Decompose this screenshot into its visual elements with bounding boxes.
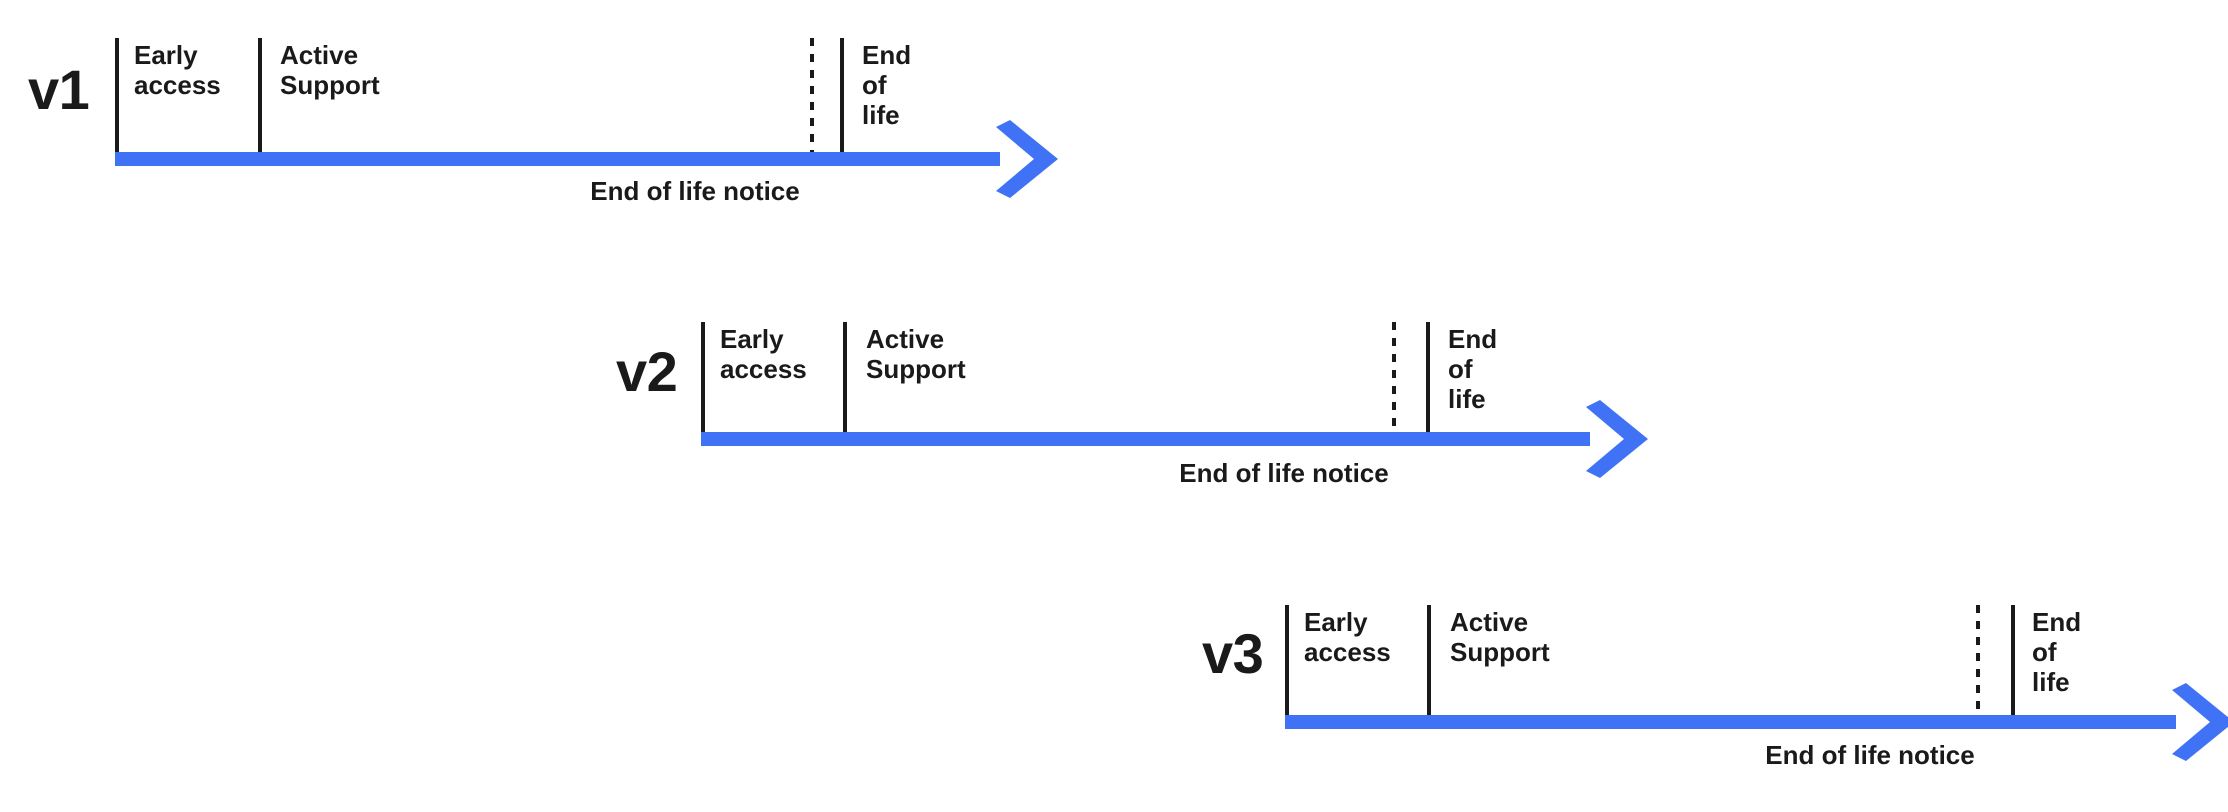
phase-label-end-of-life-v1: End of life: [862, 40, 912, 131]
phase-label-early-access-v2: Early access: [720, 324, 807, 385]
phase-label-end-of-life-v2: End of life: [1448, 324, 1498, 415]
lifecycle-bar-v1: [115, 152, 1000, 166]
tick-end-of-life-notice-v1: [810, 38, 814, 152]
phase-label-active-support-v1: Active Support: [280, 40, 380, 101]
phase-label-end-of-life-v3: End of life: [2032, 607, 2082, 698]
tick-end-of-life-notice-v2: [1392, 322, 1396, 432]
tick-active-support-start-v3: [1427, 605, 1431, 715]
tick-active-support-start-v1: [258, 38, 262, 152]
version-label-v3: v3: [1202, 622, 1264, 685]
end-of-life-notice-label-v3: End of life notice: [1765, 740, 1975, 770]
arrow-head-v1: [996, 120, 1058, 198]
version-label-v2: v2: [616, 340, 678, 403]
end-of-life-notice-label-v1: End of life notice: [590, 176, 800, 206]
phase-label-active-support-v2: Active Support: [866, 324, 966, 385]
phase-label-early-access-v1: Early access: [134, 40, 221, 101]
arrow-head-v2: [1586, 400, 1648, 478]
tick-end-of-life-start-v3: [2011, 605, 2015, 715]
arrow-head-v3: [2172, 683, 2228, 761]
lifecycle-bar-v3: [1285, 715, 2176, 729]
tick-early-access-start-v1: [115, 38, 119, 152]
tick-end-of-life-notice-v3: [1976, 605, 1980, 715]
tick-early-access-start-v2: [701, 322, 705, 432]
phase-label-early-access-v3: Early access: [1304, 607, 1391, 668]
lifecycle-bar-v2: [701, 432, 1590, 446]
tick-early-access-start-v3: [1285, 605, 1289, 715]
tick-active-support-start-v2: [843, 322, 847, 432]
tick-end-of-life-start-v1: [840, 38, 844, 152]
end-of-life-notice-label-v2: End of life notice: [1179, 458, 1389, 488]
phase-label-active-support-v3: Active Support: [1450, 607, 1550, 668]
tick-end-of-life-start-v2: [1426, 322, 1430, 432]
version-label-v1: v1: [28, 58, 90, 121]
